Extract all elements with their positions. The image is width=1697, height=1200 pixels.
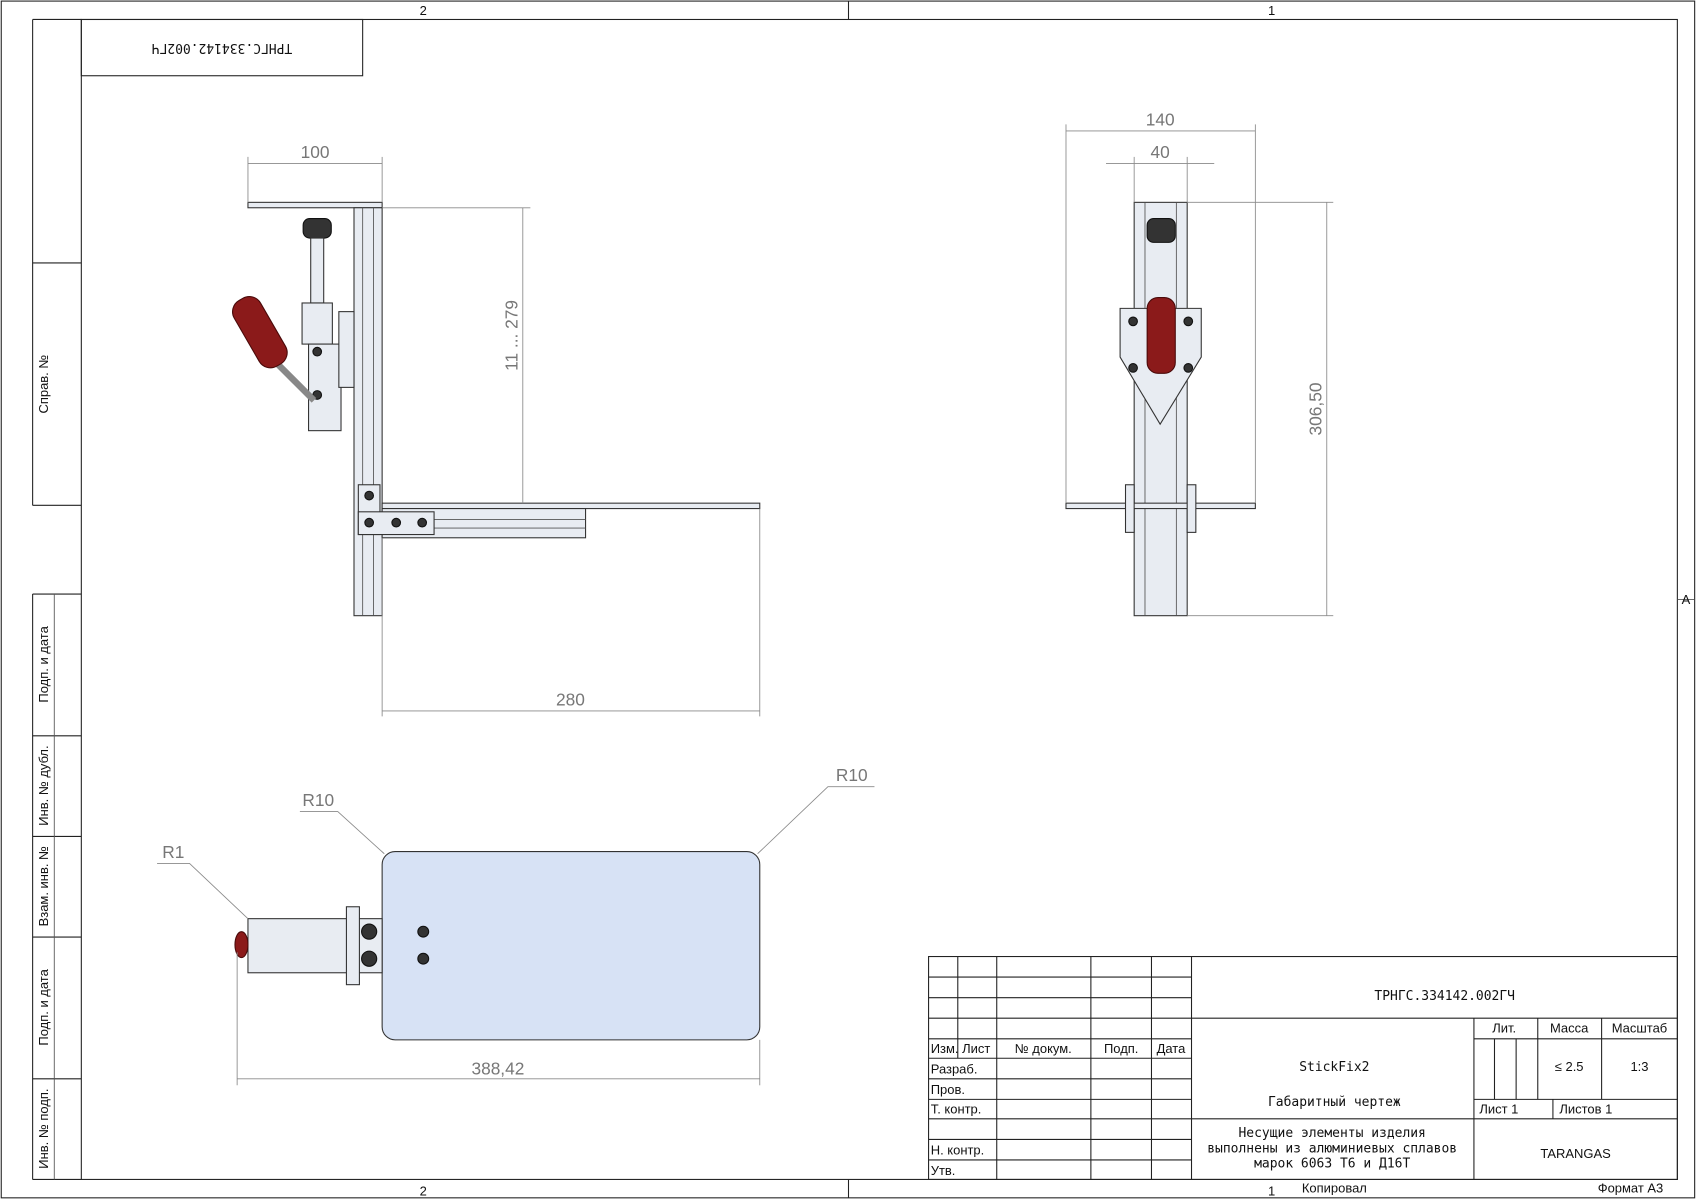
scale-value: 1:3 [1630, 1059, 1648, 1074]
top-view: R1 R10 R10 388,42 [157, 765, 875, 1086]
role-nkontr: Н. контр. [931, 1143, 985, 1158]
mass-value: ≤ 2.5 [1555, 1059, 1584, 1074]
dim-side-width: 140 [1146, 110, 1175, 130]
dim-r1: R1 [162, 842, 184, 862]
label-inv-dubl: Инв. № дубл. [36, 745, 51, 825]
side-view: 140 40 306,50 [1065, 110, 1334, 617]
dim-r10-left: R10 [302, 790, 334, 810]
role-razrab: Разраб. [931, 1061, 978, 1076]
hdr-list: Лист [962, 1041, 990, 1056]
note-line-2: выполнены из алюминиевых сплавов [1207, 1141, 1457, 1156]
dim-top-width: 100 [301, 142, 330, 162]
hdr-date: Дата [1157, 1041, 1187, 1056]
dim-profile: 40 [1151, 142, 1170, 162]
zone-bottom-1: 1 [1268, 1184, 1275, 1199]
lit-label: Лит. [1492, 1020, 1516, 1035]
zone-right-a: A [1682, 592, 1691, 607]
dim-arm-length: 280 [556, 690, 585, 710]
dim-height-range: 11 ... 279 [501, 300, 521, 371]
label-inv-podp: Инв. № подп. [36, 1088, 51, 1168]
zone-top-1: 1 [1268, 3, 1275, 18]
rotated-code-box: ТРНГС.334142.002ГЧ [80, 18, 364, 77]
mass-label: Масса [1550, 1020, 1589, 1035]
company-name: TARANGAS [1540, 1146, 1611, 1161]
left-strip: Справ. № Подп. и дата Инв. № дубл. Взам.… [32, 18, 82, 1180]
label-sprav: Справ. № [36, 355, 51, 414]
label-podp-data-1: Подп. и дата [36, 625, 51, 702]
hdr-doc: № докум. [1015, 1041, 1072, 1056]
sheets-total: Листов 1 [1559, 1101, 1612, 1116]
front-view: 100 11 ... 279 280 [232, 142, 761, 717]
dim-r10-right: R10 [836, 765, 868, 785]
label-vzam-inv: Взам. инв. № [36, 846, 51, 926]
zone-bottom-2: 2 [420, 1184, 427, 1199]
format-label: Формат А3 [1598, 1180, 1664, 1195]
dim-side-height: 306,50 [1305, 383, 1325, 436]
sheet-number: Лист 1 [1479, 1101, 1518, 1116]
doc-code: ТРНГС.334142.002ГЧ [1374, 989, 1515, 1004]
rotated-code: ТРНГС.334142.002ГЧ [152, 40, 293, 55]
role-tkontr: Т. контр. [931, 1101, 982, 1116]
zone-top-2: 2 [420, 3, 427, 18]
note-line-3: марок 6063 Т6 и Д16Т [1254, 1157, 1410, 1172]
dim-total-length: 388,42 [471, 1058, 524, 1078]
role-prov: Пров. [931, 1082, 965, 1097]
doc-type: Габаритный чертеж [1268, 1095, 1401, 1110]
hdr-izm: Изм. [931, 1041, 959, 1056]
scale-label: Масштаб [1612, 1020, 1668, 1035]
product-name: StickFix2 [1299, 1060, 1369, 1075]
label-podp-data-2: Подп. и дата [36, 968, 51, 1045]
copied-label: Копировал [1302, 1180, 1367, 1195]
note-line-1: Несущие элементы изделия [1238, 1126, 1425, 1141]
role-utv: Утв. [931, 1163, 956, 1178]
hdr-podp: Подп. [1104, 1041, 1138, 1056]
title-block: Изм. Лист № докум. Подп. Дата Разраб. Пр… [928, 955, 1678, 1195]
